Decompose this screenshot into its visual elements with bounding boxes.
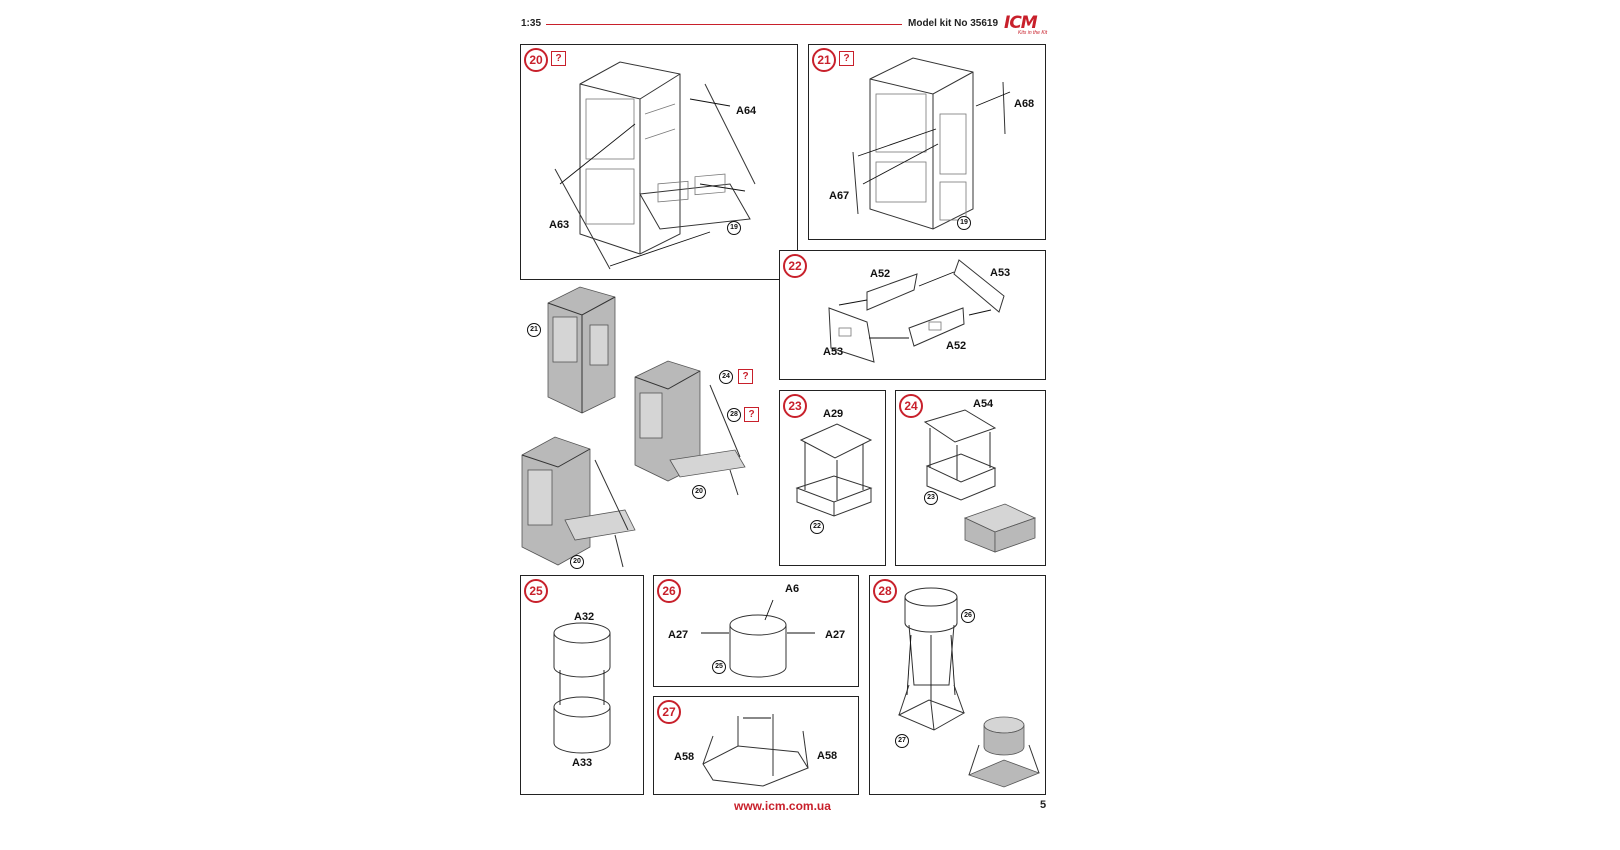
model-kit-number: Model kit No 35619: [908, 18, 999, 29]
part-a63-label: A63: [549, 219, 570, 231]
step-26-ref-25: 25: [712, 660, 726, 674]
step-21-panel: [808, 44, 1046, 240]
step-26-panel: [653, 575, 859, 687]
step-24-number: 24: [899, 394, 923, 418]
step-25-number: 25: [524, 579, 548, 603]
part-a53-top-label: A53: [990, 267, 1011, 279]
step-23-ref-22: 22: [810, 520, 824, 534]
step-28-ref-27: 27: [895, 734, 909, 748]
step-23-drawing: [795, 423, 873, 517]
overview-ref-21: 21: [527, 323, 541, 337]
question-mark-icon: ?: [744, 407, 759, 422]
step-21-drawing: [852, 57, 1011, 230]
step-27-panel: [653, 696, 859, 795]
step-23-number: 23: [783, 394, 807, 418]
step-25-panel: [520, 575, 644, 795]
step-24-ref-23: 23: [924, 491, 938, 505]
overview-ref-24: 24: [719, 370, 733, 384]
step-23-panel: [779, 390, 886, 566]
part-a27-right-label: A27: [825, 629, 846, 641]
part-a68-label: A68: [1014, 98, 1035, 110]
part-a52-bottom-label: A52: [946, 340, 967, 352]
page-number: 5: [1040, 799, 1047, 811]
part-a53-bottom-label: A53: [823, 346, 844, 358]
part-a67-label: A67: [829, 190, 850, 202]
overview-ref-28: 28: [727, 408, 741, 422]
step-21-ref-19: 19: [957, 216, 971, 230]
step-26-drawing: [701, 599, 815, 678]
part-a58-right-label: A58: [817, 750, 838, 762]
part-a58-left-label: A58: [674, 751, 695, 763]
step-20-panel: [520, 44, 798, 280]
icm-logo-tagline: Kits in the Kit: [1018, 30, 1048, 36]
step-27-drawing: [702, 714, 809, 787]
step-20-ref-19: 19: [727, 221, 741, 235]
part-a29-label: A29: [823, 408, 844, 420]
part-a27-left-label: A27: [668, 629, 689, 641]
step-25-drawing: [553, 622, 611, 754]
part-a32-label: A32: [574, 611, 595, 623]
question-mark-icon: ?: [738, 369, 753, 384]
icm-logo-text: ICM: [1004, 13, 1038, 33]
question-mark-icon: ?: [839, 51, 854, 66]
part-a6-label: A6: [785, 583, 800, 595]
step-22-drawing: [828, 259, 1005, 363]
step-28-ref-26: 26: [961, 609, 975, 623]
step-22-number: 22: [783, 254, 807, 278]
step-20-number: 20: [524, 48, 548, 72]
step-21-number: 21: [812, 48, 836, 72]
overview-drawing: [521, 286, 746, 568]
footer-url[interactable]: www.icm.com.ua: [734, 799, 831, 813]
scale-label: 1:35: [521, 18, 542, 29]
step-22-panel: [779, 250, 1046, 380]
part-a52-top-label: A52: [870, 268, 891, 280]
step-28-number: 28: [873, 579, 897, 603]
step-28-drawing: [897, 587, 1041, 788]
step-26-number: 26: [657, 579, 681, 603]
step-20-drawing: [554, 61, 756, 270]
question-mark-icon: ?: [551, 51, 566, 66]
overview-ref-20-left: 20: [570, 555, 584, 569]
overview-ref-20-right: 20: [692, 485, 706, 499]
part-a64-label: A64: [736, 105, 757, 117]
part-a54-label: A54: [973, 398, 994, 410]
part-a33-label: A33: [572, 757, 593, 769]
icm-logo: ICM Kits in the Kit: [1004, 13, 1048, 39]
header-rule: [546, 24, 902, 25]
step-24-drawing: [923, 409, 1037, 553]
step-27-number: 27: [657, 700, 681, 724]
